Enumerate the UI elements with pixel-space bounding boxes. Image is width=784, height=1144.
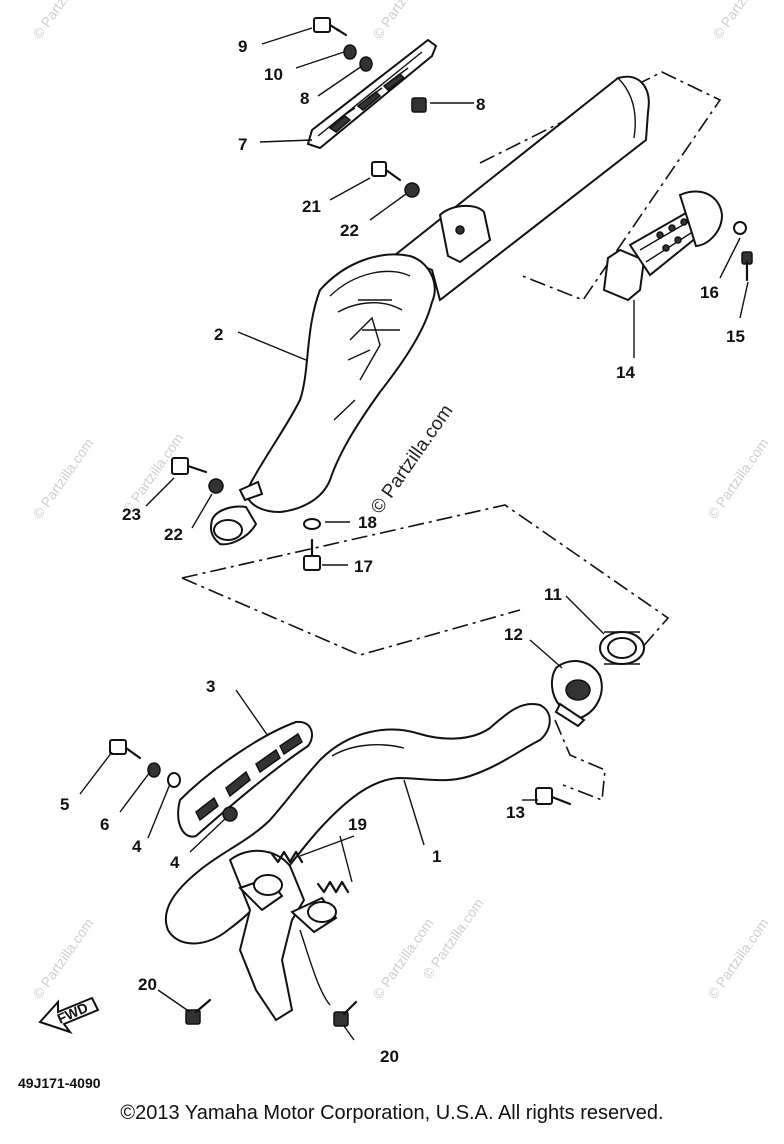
watermark: © Partzilla.com [29, 915, 96, 1001]
bolt-13 [535, 787, 572, 806]
gasket-11 [599, 631, 645, 665]
clamp-12 [550, 660, 603, 728]
spring-19-left [270, 850, 304, 864]
washer-22-lower [208, 478, 224, 494]
bolt-17 [303, 538, 321, 571]
callout-11: 11 [544, 585, 562, 604]
leader-lines [79, 27, 749, 1041]
bolt-23 [171, 457, 208, 475]
watermark: © Partzilla.com [29, 0, 96, 42]
heat-protector-lower [177, 720, 313, 838]
callout-1: 1 [432, 847, 441, 866]
callout-18: 18 [358, 513, 377, 532]
watermark: © Partzilla.com [709, 0, 776, 42]
callout-21: 21 [302, 197, 321, 216]
watermark: © Partzilla.com [369, 915, 436, 1001]
callout-7: 7 [238, 135, 247, 154]
callout-13: 13 [506, 803, 525, 822]
watermark: © Partzilla.com [369, 0, 436, 42]
callout-2: 2 [214, 325, 223, 344]
exhaust-pipe [164, 703, 551, 1022]
spark-arrester [602, 190, 724, 302]
bolt-5 [109, 739, 142, 760]
callout-19: 19 [348, 815, 367, 834]
callout-15: 15 [726, 327, 745, 346]
muffler [210, 75, 650, 546]
watermark: © Partzilla.com [704, 915, 771, 1001]
nut-4-lower [222, 806, 238, 822]
washer-6 [147, 762, 161, 778]
washer-10 [343, 44, 357, 60]
assembly-outline-middle [181, 504, 670, 656]
watermark: © Partzilla.com [419, 895, 486, 981]
assembly-outline-upper [479, 71, 722, 301]
bolt-21 [371, 161, 402, 182]
watermark: © Partzilla.com [29, 435, 96, 521]
bolt-9 [313, 17, 348, 37]
bolt-20-right [333, 1000, 358, 1027]
callout-4: 4 [132, 837, 142, 856]
callout-3: 3 [206, 677, 215, 696]
callout-6: 6 [100, 815, 109, 834]
callout-23: 23 [122, 505, 141, 524]
figure-code: 49J171-4090 [18, 1075, 101, 1091]
heat-protector-upper [306, 38, 438, 150]
fwd-arrow-icon: FWD [38, 996, 100, 1034]
callout-22: 22 [340, 221, 359, 240]
watermark-main: © Partzilla.com [367, 401, 458, 518]
watermark: © Partzilla.com [704, 435, 771, 521]
callout-8: 8 [300, 89, 309, 108]
callout-20: 20 [380, 1047, 399, 1066]
washer-22-upper [404, 182, 420, 198]
callout-10: 10 [264, 65, 283, 84]
callout-9: 9 [238, 37, 247, 56]
spring-19-right [316, 880, 350, 894]
callout-12: 12 [504, 625, 523, 644]
callout-22: 22 [164, 525, 183, 544]
callout-5: 5 [60, 795, 69, 814]
callout-16: 16 [700, 283, 719, 302]
callout-14: 14 [616, 363, 635, 382]
nut-8-left [359, 56, 373, 72]
screw-15 [741, 251, 753, 282]
washer-18 [303, 518, 321, 530]
callout-17: 17 [354, 557, 373, 576]
fwd-label: FWD [55, 999, 91, 1027]
assembly-outline-lower [554, 719, 606, 802]
bolt-20-left [185, 998, 212, 1025]
copyright-notice: ©2013 Yamaha Motor Corporation, U.S.A. A… [120, 1102, 664, 1124]
nut-4-upper [167, 772, 181, 788]
callout-4: 4 [170, 853, 180, 872]
nut-8-right [411, 97, 427, 113]
washer-16 [733, 221, 747, 235]
callout-8: 8 [476, 95, 485, 114]
callout-20: 20 [138, 975, 157, 994]
